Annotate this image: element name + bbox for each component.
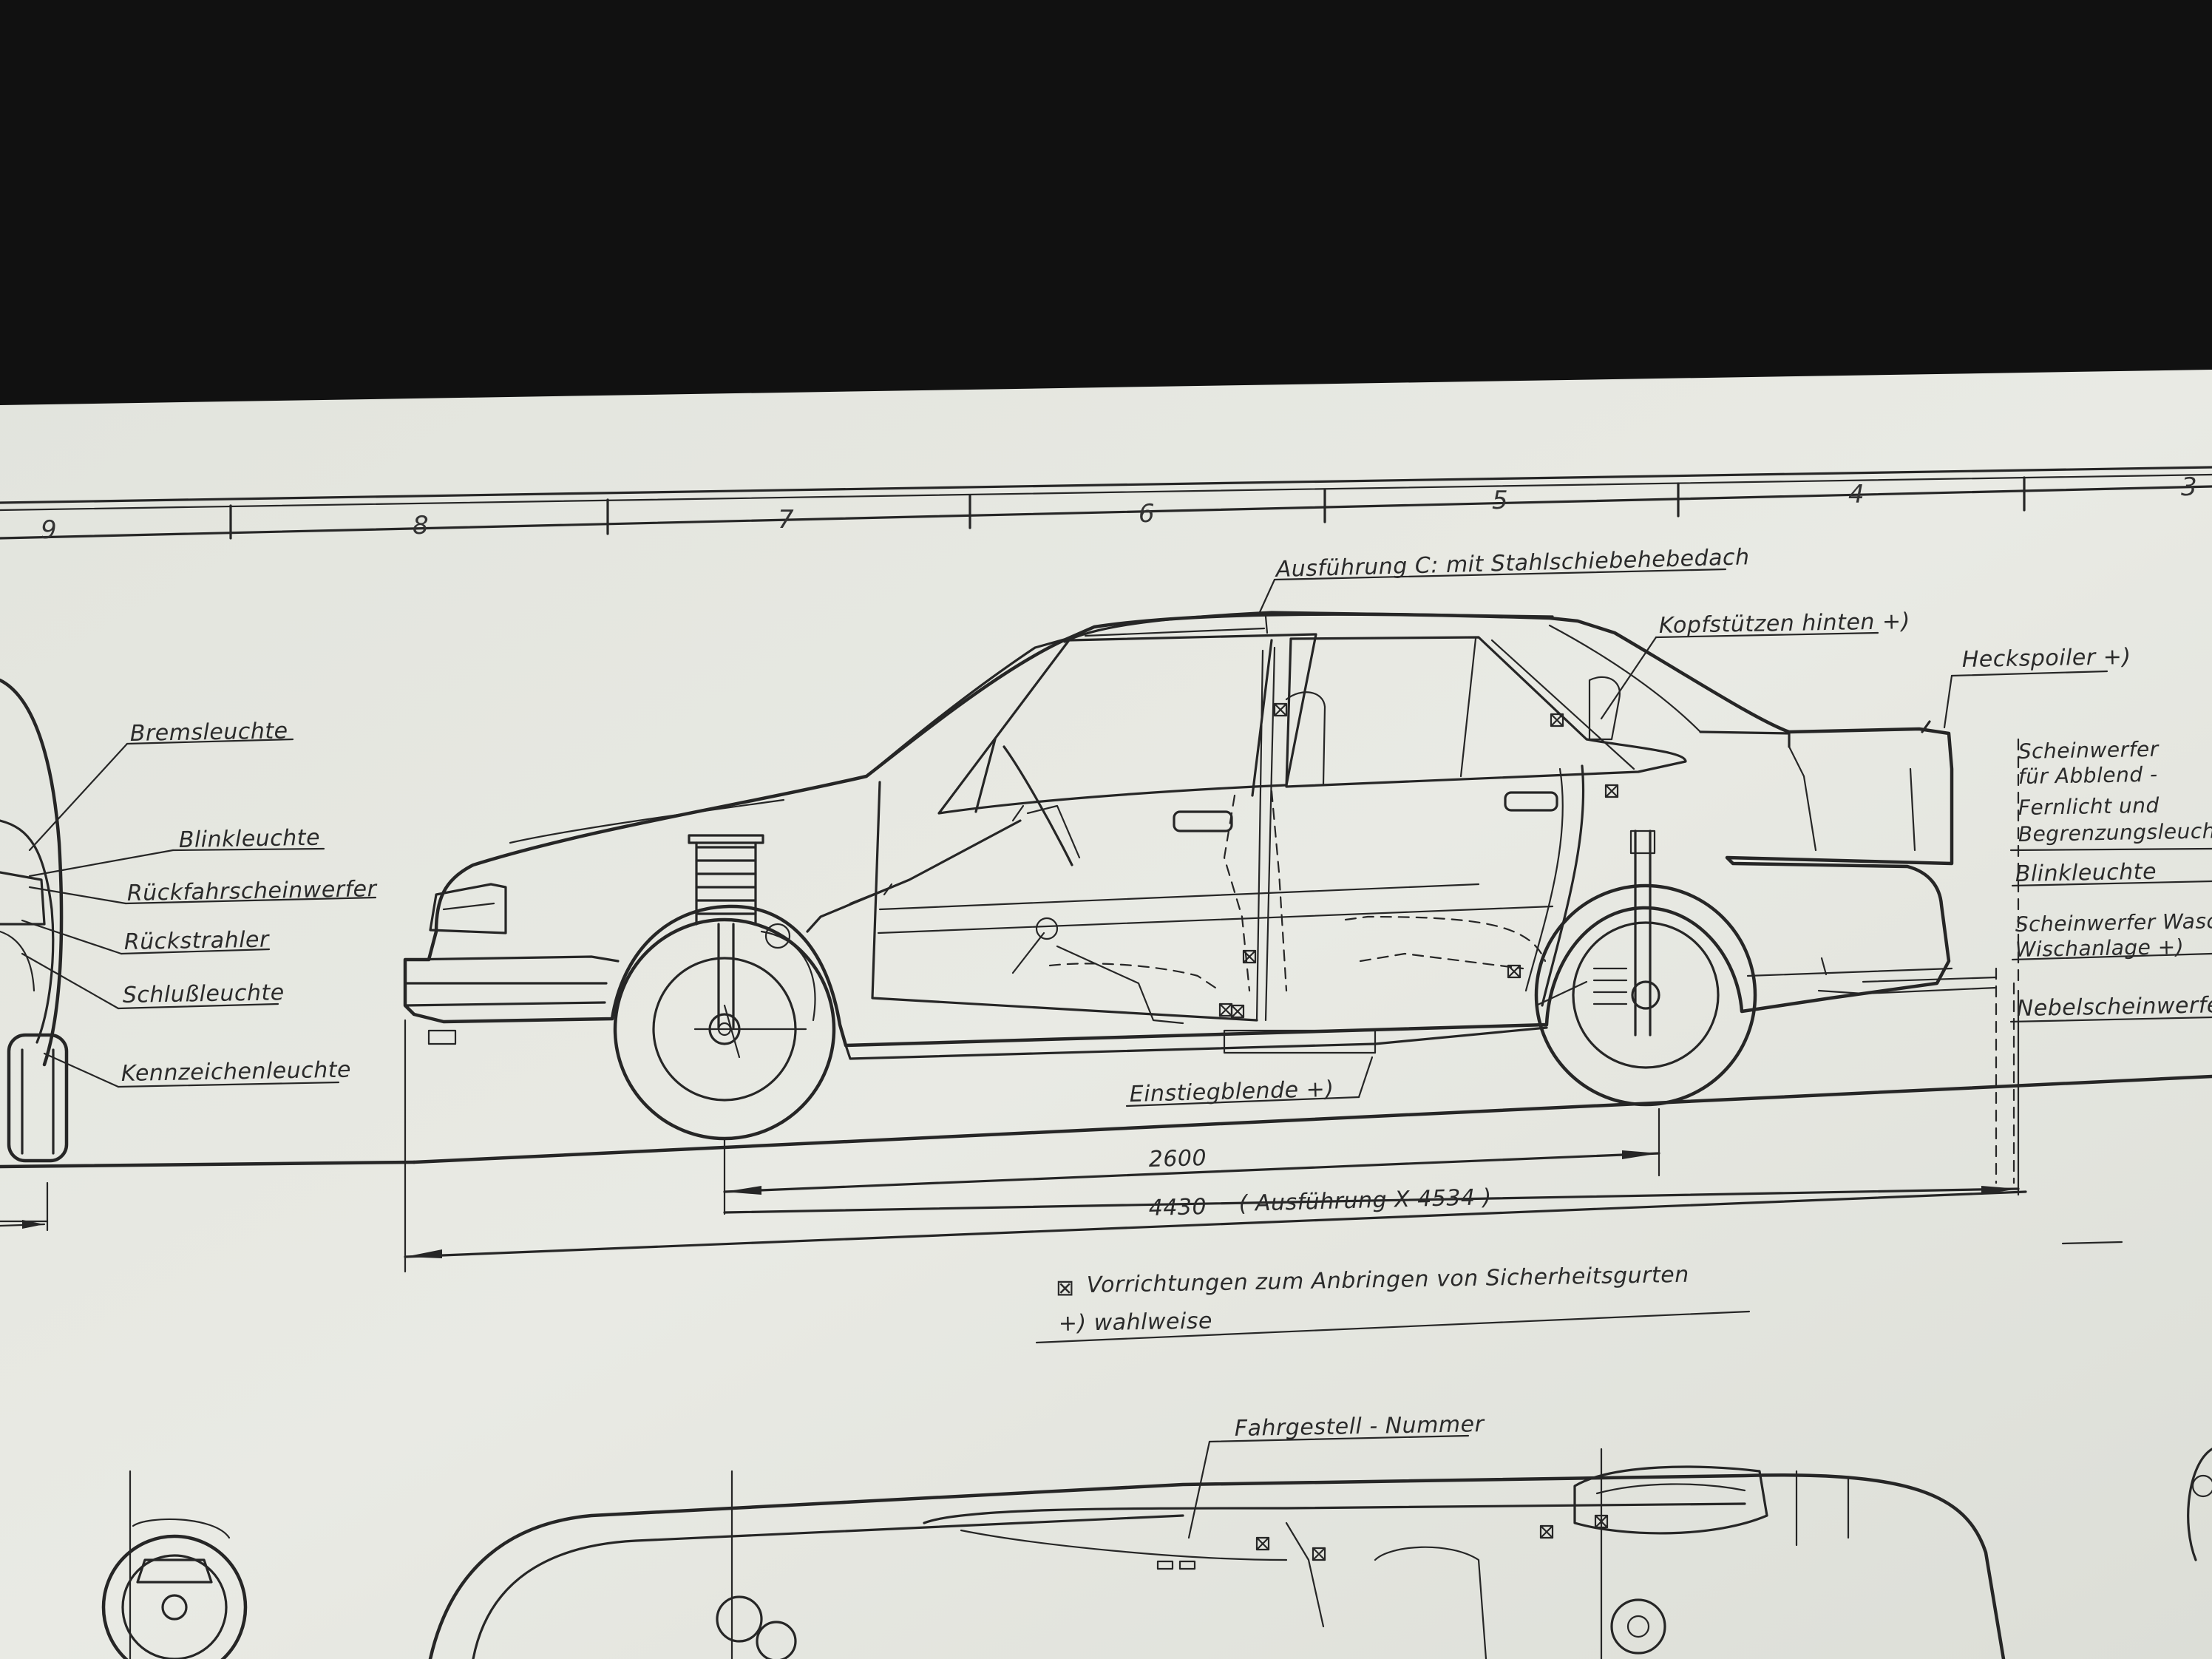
label-scheinwerfer-2: für Abblend - bbox=[2018, 762, 2158, 789]
label-einstiegblende: Einstiegblende +) bbox=[1129, 1076, 1334, 1107]
front-strut bbox=[688, 834, 764, 1029]
dimension-labels: 2600 4430 ( Ausführung X 4534 ) bbox=[1148, 1145, 1492, 1221]
rear-leaders bbox=[21, 738, 377, 1088]
label-rueckfahrscheinwerfer: Rückfahrscheinwerfer bbox=[127, 876, 378, 906]
dim-wheelbase: 2600 bbox=[1148, 1145, 1207, 1173]
label-blinkleuchte-front: Blinkleuchte bbox=[2015, 859, 2157, 887]
side-labels: Ausführung C: mit Stahlschiebehebedach K… bbox=[1129, 544, 2212, 1107]
grid-number-3: 3 bbox=[2181, 472, 2197, 502]
dimension-lines bbox=[0, 989, 2027, 1273]
dim-length: 4430 bbox=[1148, 1194, 1207, 1221]
bottom-view-drawing bbox=[101, 1434, 2212, 1659]
label-nebelscheinwerfer: Nebelscheinwerfer bbox=[2017, 992, 2212, 1022]
grid-frame bbox=[0, 466, 2212, 540]
label-rueckstrahler: Rückstrahler bbox=[124, 927, 271, 955]
rear-labels: Bremsleuchte Blinkleuchte Rückfahrschein… bbox=[121, 718, 378, 1087]
label-scheinwerfer-3: Fernlicht und bbox=[2018, 793, 2160, 820]
label-bremsleuchte: Bremsleuchte bbox=[130, 718, 288, 747]
grid-number-5: 5 bbox=[1492, 486, 1508, 515]
legend-optional: +) wahlweise bbox=[1059, 1308, 1213, 1337]
label-blinkleuchte-rear: Blinkleuchte bbox=[179, 825, 321, 853]
paper-sheet bbox=[0, 370, 2212, 1659]
label-heckspoiler: Heckspoiler +) bbox=[1962, 644, 2131, 673]
label-kennzeichenleuchte: Kennzeichenleuchte bbox=[121, 1057, 352, 1087]
grid-number-6: 6 bbox=[1139, 499, 1155, 529]
side-leaders bbox=[1125, 568, 2212, 1107]
rear-view-drawing bbox=[0, 678, 416, 1232]
side-view-car bbox=[403, 611, 2212, 1184]
grid-number-8: 8 bbox=[413, 511, 429, 540]
label-schlussleuchte: Schlußleuchte bbox=[123, 980, 285, 1008]
rear-wheel bbox=[1534, 883, 1757, 1107]
grid-number-9: 9 bbox=[41, 515, 57, 545]
grid-numbers: 9 8 7 6 5 4 3 bbox=[41, 472, 2197, 545]
grid-number-4: 4 bbox=[1848, 480, 1865, 509]
label-scheinwerfer-wasch-2: Wischanlage +) bbox=[2015, 934, 2185, 962]
rear-strut bbox=[1629, 830, 1656, 1037]
label-fahrgestell: Fahrgestell - Nummer bbox=[1235, 1411, 1485, 1442]
legend-belt-symbol: ⊠ bbox=[1056, 1275, 1075, 1301]
grid-number-7: 7 bbox=[778, 505, 794, 535]
label-scheinwerfer-1: Scheinwerfer bbox=[2018, 737, 2160, 764]
label-scheinwerfer-wasch-1: Scheinwerfer Wasch bbox=[2015, 909, 2212, 937]
belt-anchor-markers bbox=[1218, 702, 1619, 1019]
label-scheinwerfer-4: Begrenzungsleuchte bbox=[2018, 818, 2212, 847]
label-kopfstuetzen: Kopfstützen hinten +) bbox=[1659, 608, 1911, 639]
